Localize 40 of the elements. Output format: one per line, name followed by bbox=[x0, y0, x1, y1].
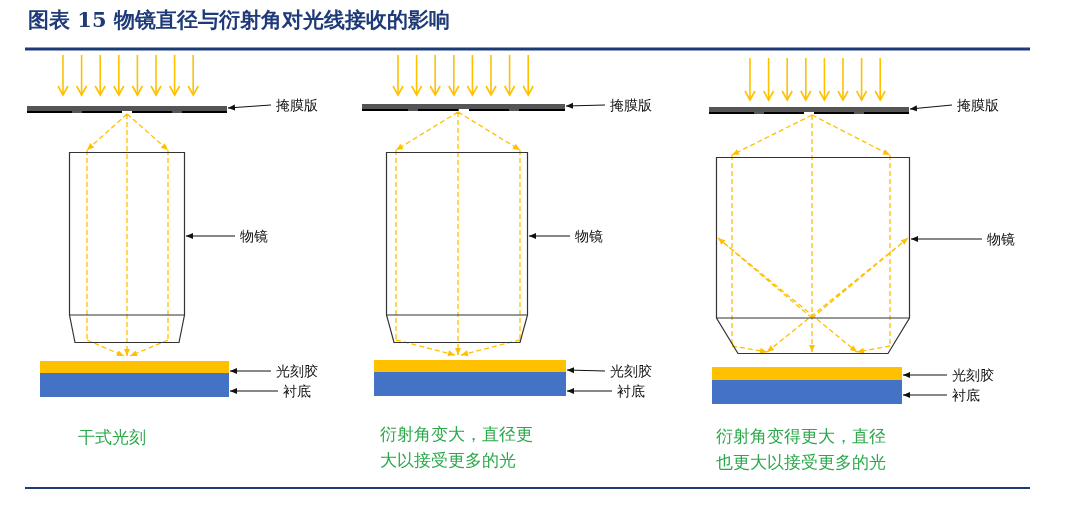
part-label: 衬底 bbox=[952, 387, 980, 403]
part-label: 掩膜版 bbox=[276, 97, 318, 113]
leader-arrow bbox=[229, 368, 272, 374]
leader-arrow bbox=[185, 233, 236, 239]
photoresist-layer bbox=[374, 360, 566, 372]
part-label: 衬底 bbox=[617, 383, 645, 399]
substrate-layer bbox=[40, 373, 229, 397]
leader-arrow bbox=[910, 236, 983, 242]
leader-arrow bbox=[227, 104, 272, 111]
objective-lens bbox=[69, 152, 185, 343]
objective-lens bbox=[386, 152, 528, 343]
mask-plate bbox=[709, 107, 909, 114]
part-label: 掩膜版 bbox=[610, 97, 652, 113]
leader-arrow bbox=[528, 233, 571, 239]
mask-plate bbox=[362, 104, 565, 111]
caption-text: 衍射角变大，直径更大以接受更多的光 bbox=[380, 423, 534, 472]
photoresist-layer bbox=[40, 361, 229, 373]
leader-arrow bbox=[902, 372, 948, 378]
photoresist-layer bbox=[712, 367, 902, 380]
part-label: 物镜 bbox=[240, 228, 268, 244]
part-label: 光刻胶 bbox=[610, 363, 652, 379]
mask-plate bbox=[27, 106, 227, 113]
leader-arrow bbox=[902, 392, 948, 398]
part-label: 衬底 bbox=[283, 383, 311, 399]
figure-title: 图表 15 物镜直径与衍射角对光线接收的影响 bbox=[28, 6, 450, 34]
caption-text: 衍射角变得更大，直径也更大以接受更多的光 bbox=[716, 425, 887, 474]
leader-arrow bbox=[229, 388, 279, 394]
substrate-layer bbox=[712, 380, 902, 404]
substrate-layer bbox=[374, 372, 566, 396]
objective-lens bbox=[716, 157, 910, 354]
leader-arrow bbox=[909, 104, 953, 112]
leader-arrow bbox=[566, 388, 613, 394]
leader-arrow bbox=[566, 367, 606, 374]
part-label: 光刻胶 bbox=[276, 363, 318, 379]
part-label: 掩膜版 bbox=[957, 97, 999, 113]
part-label: 物镜 bbox=[575, 228, 603, 244]
part-label: 光刻胶 bbox=[952, 367, 994, 383]
leader-arrow bbox=[565, 102, 606, 109]
caption-text: 干式光刻 bbox=[78, 426, 147, 449]
part-label: 物镜 bbox=[987, 231, 1015, 247]
